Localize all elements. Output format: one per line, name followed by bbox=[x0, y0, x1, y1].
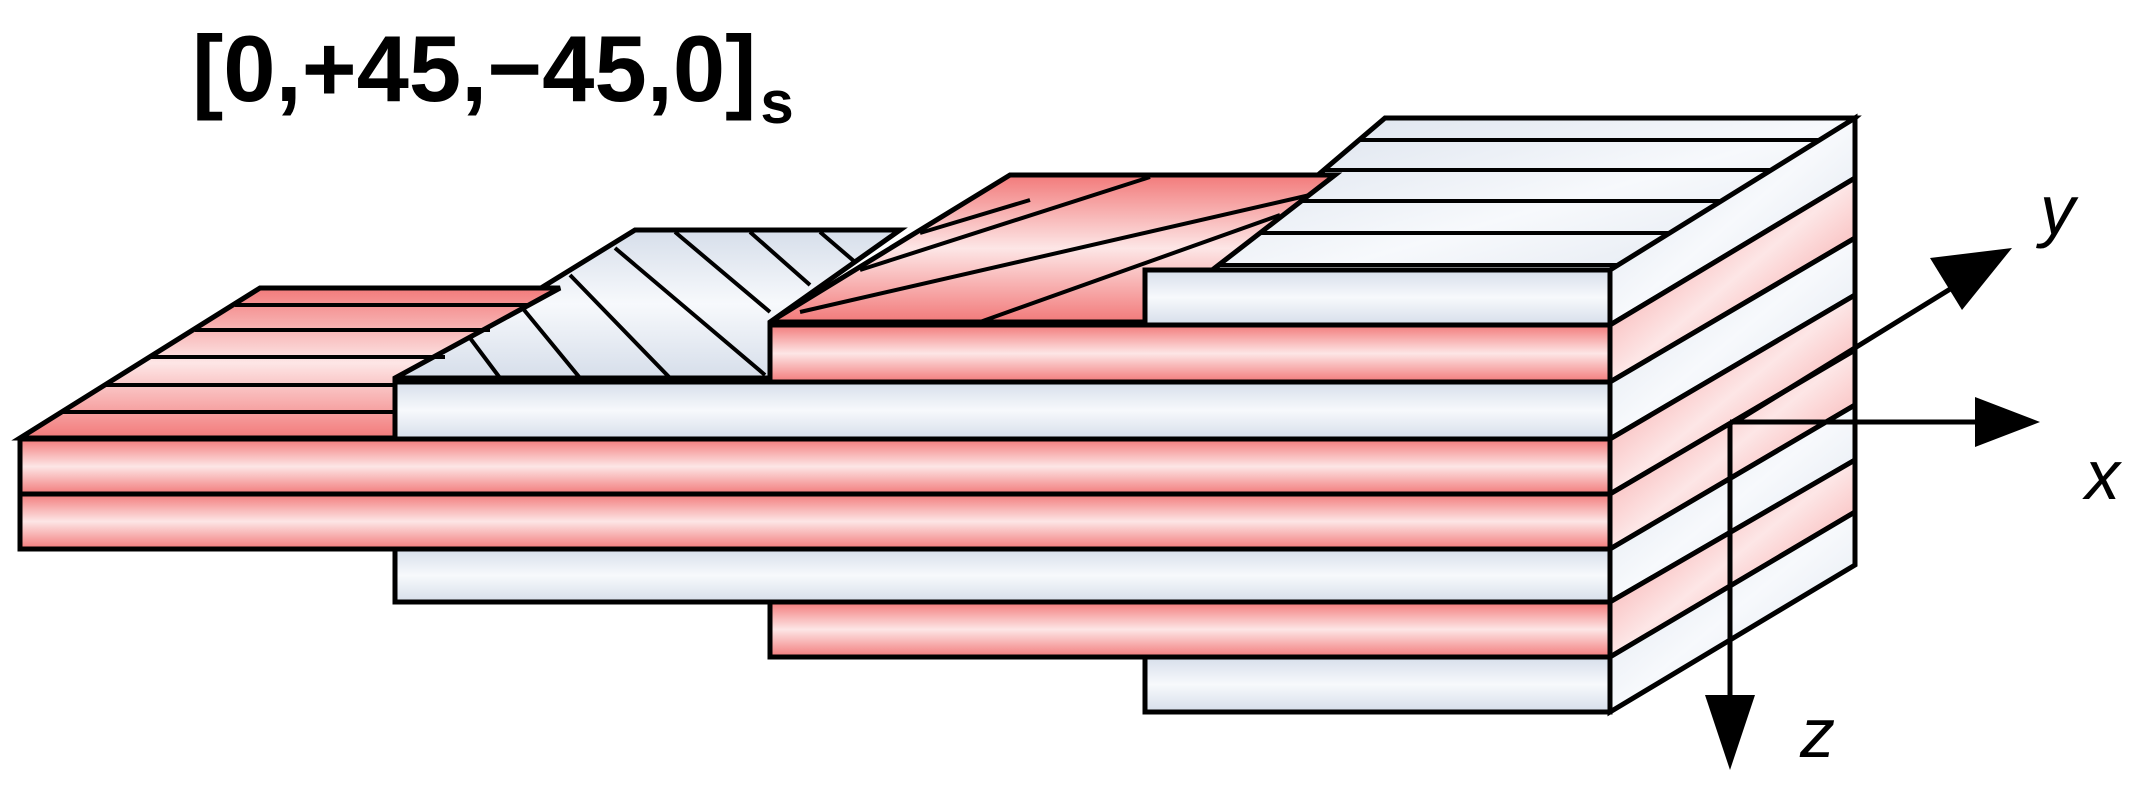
y-axis-label: y bbox=[2040, 171, 2075, 249]
z-axis-arrowhead bbox=[1705, 695, 1755, 770]
layup-title-subscript: s bbox=[760, 69, 794, 136]
layup-title: [0,+45,−45,0]s bbox=[192, 22, 794, 133]
front-ply-1 bbox=[1142, 654, 1613, 715]
front-ply-3 bbox=[392, 546, 1613, 605]
front-ply-5 bbox=[17, 436, 1613, 497]
y-axis-arrowhead bbox=[1930, 248, 2012, 310]
z-axis-label: z bbox=[1800, 694, 1835, 772]
ply-top-minus45-red bbox=[761, 172, 1343, 325]
front-ply-7 bbox=[767, 322, 1613, 385]
front-ply-8 bbox=[1142, 267, 1613, 328]
layup-title-main: [0,+45,−45,0] bbox=[192, 16, 757, 121]
front-ply-2 bbox=[767, 599, 1613, 660]
y-axis-line bbox=[1733, 280, 1962, 425]
coordinate-axes bbox=[1705, 248, 2040, 770]
front-ply-6 bbox=[392, 379, 1613, 442]
x-axis-arrowhead bbox=[1975, 397, 2040, 447]
front-ply-4 bbox=[17, 491, 1613, 552]
x-axis-label: x bbox=[2085, 436, 2120, 514]
ply-top-plus45-blue bbox=[386, 227, 908, 381]
